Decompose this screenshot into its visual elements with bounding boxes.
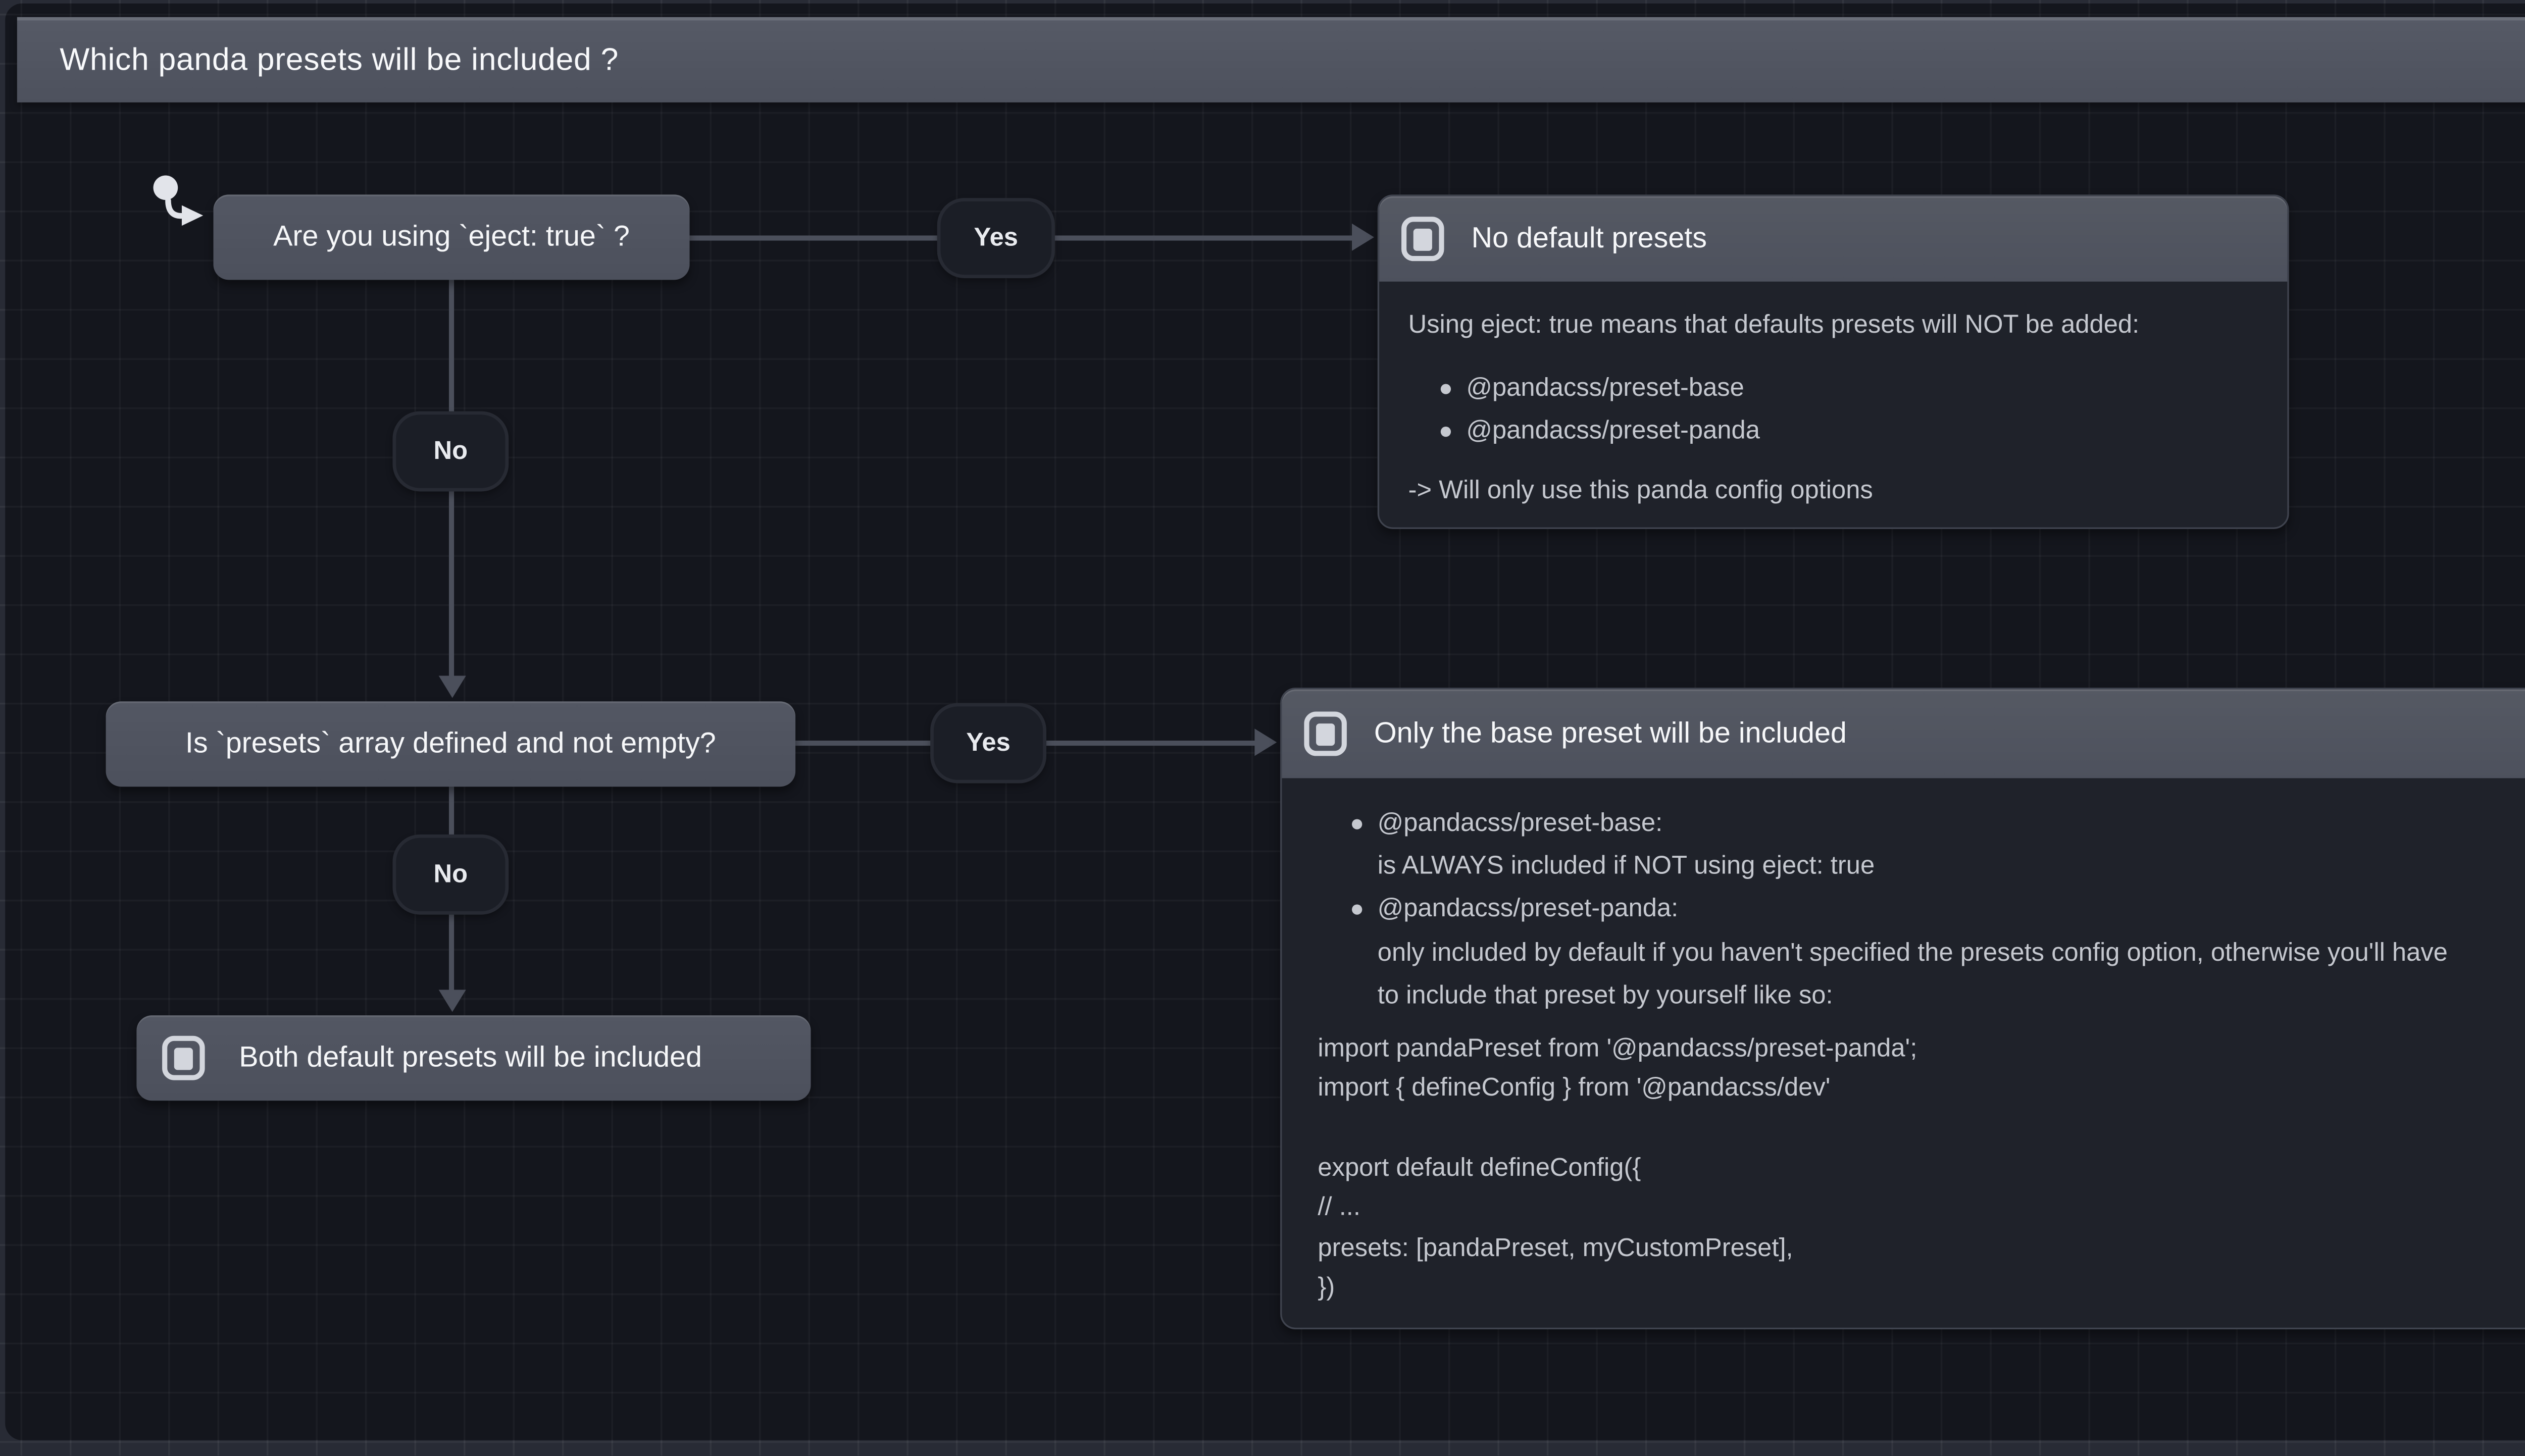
result-box-body: Using eject: true means that defaults pr… [1379,282,2287,509]
outro-text: -> Will only use this panda config optio… [1408,476,1873,505]
frame-icon [162,1035,205,1080]
list-item: @pandacss/preset-base [1408,367,2263,410]
edge-label-text: No [433,860,468,890]
result-box-title: Only the base preset will be included [1374,716,1847,749]
preset-list: @pandacss/preset-base @pandacss/preset-p… [1408,367,2263,452]
result-box-body: @pandacss/preset-base: is ALWAYS include… [1282,778,2525,1307]
result-box-header: Only the base preset will be included [1282,689,2525,778]
bullet-head: @pandacss/preset-base: [1377,809,1663,838]
frame-icon-inner [1413,228,1432,250]
flow-node-question-eject[interactable]: Are you using `eject: true` ? [213,194,690,280]
bullet-detail: is ALWAYS included if NOT using eject: t… [1377,852,1875,881]
result-box-header: No default presets [1379,196,2288,282]
code-line: import { defineConfig } from '@pandacss/… [1318,1074,1831,1103]
intro-text: Using eject: true means that defaults pr… [1408,310,2140,340]
edge-label-yes-1[interactable]: Yes [937,198,1055,278]
flow-node-label: Is `presets` array defined and not empty… [185,726,716,760]
frame-title: Which panda presets will be included ? [60,41,619,77]
bullet-head: @pandacss/preset-panda: [1377,895,1679,924]
result-box-no-default-presets[interactable]: No default presets Using eject: true mea… [1377,194,2289,529]
code-line: presets: [pandaPreset, myCustomPreset], [1318,1233,1793,1262]
arrowhead-right-icon [1352,223,1374,251]
code-line: import pandaPreset from '@pandacss/prese… [1318,1034,1917,1063]
edge-label-no-2[interactable]: No [392,834,509,915]
result-box-title: No default presets [1471,222,1707,254]
edge-label-text: Yes [966,729,1011,758]
code-line: }) [1318,1272,1335,1302]
result-node-both-presets[interactable]: Both default presets will be included [136,1015,811,1101]
result-box-base-preset-only[interactable]: Only the base preset will be included @p… [1280,688,2525,1330]
flow-node-label: Are you using `eject: true` ? [273,220,630,253]
arrowhead-down-icon [438,990,466,1012]
code-line: export default defineConfig({ [1318,1153,1641,1183]
bullet-detail: to include that preset by yourself like … [1377,980,1833,1010]
frame-icon-inner [174,1047,193,1069]
code-line [1318,1109,2525,1149]
list-item: @pandacss/preset-base: is ALWAYS include… [1282,802,2525,888]
cursor-click-icon [153,175,204,226]
frame-icon [1304,711,1347,756]
bullet-detail: only included by default if you haven't … [1377,938,2448,967]
code-snippet: import pandaPreset from '@pandacss/prese… [1282,1029,2525,1307]
preset-detail-list: @pandacss/preset-base: is ALWAYS include… [1282,802,2525,1017]
flow-node-question-presets-array[interactable]: Is `presets` array defined and not empty… [106,701,796,787]
frame-icon [1401,217,1444,262]
frame-icon-inner [1316,722,1335,745]
code-line: // ... [1318,1193,1360,1222]
edge-label-text: Yes [974,223,1019,253]
edge-label-text: No [433,437,468,466]
edge-label-yes-2[interactable]: Yes [930,703,1047,784]
list-item: @pandacss/preset-panda: only included by… [1282,888,2525,1017]
arrowhead-down-icon [438,675,466,698]
arrowhead-right-icon [1254,729,1277,756]
list-item: @pandacss/preset-panda [1408,409,2263,452]
frame-title-bar: Which panda presets will be included ? [17,17,2525,102]
edge-label-no-1[interactable]: No [392,411,509,492]
result-node-label: Both default presets will be included [239,1041,702,1074]
